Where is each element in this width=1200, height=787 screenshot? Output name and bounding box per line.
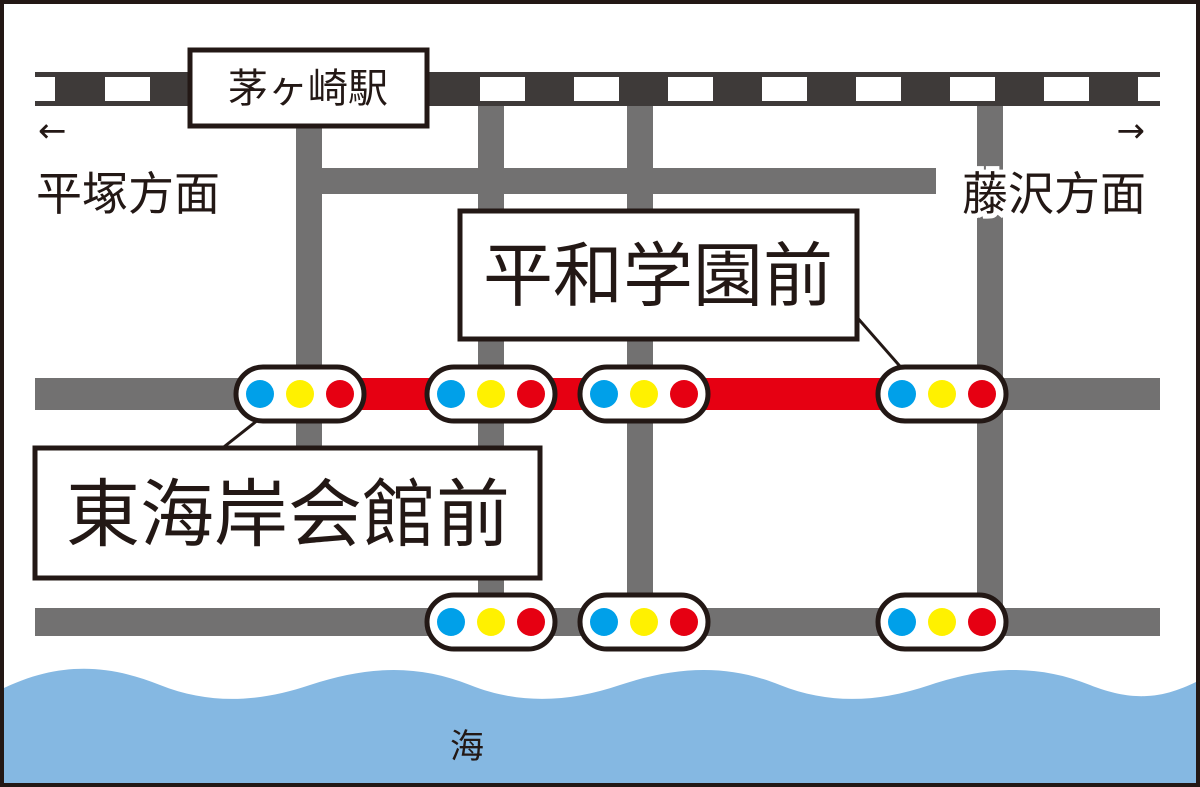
signal-light-yellow	[477, 608, 505, 636]
signal-light-blue	[888, 380, 916, 408]
sea	[0, 668, 1200, 787]
signal-light-yellow	[477, 380, 505, 408]
rail-tie	[574, 77, 619, 101]
rail-tie	[1138, 77, 1160, 101]
signal-light-red	[517, 608, 545, 636]
rail-tie	[1044, 77, 1089, 101]
signal-light-red	[968, 380, 996, 408]
rail-tie	[856, 77, 901, 101]
signal-light-blue	[437, 380, 465, 408]
traffic-signal-icon	[233, 364, 367, 424]
traffic-signal-icon	[424, 364, 558, 424]
signal-light-red	[670, 608, 698, 636]
signal-light-blue	[590, 608, 618, 636]
signal-light-yellow	[928, 608, 956, 636]
rail-tie	[480, 77, 525, 101]
signal-light-red	[326, 380, 354, 408]
rail-tie	[105, 77, 150, 101]
sea-label: 海	[450, 727, 484, 767]
signal-light-yellow	[630, 380, 658, 408]
left-arrow-icon: ←	[38, 111, 67, 151]
signal-light-blue	[888, 608, 916, 636]
signal-light-blue	[437, 608, 465, 636]
signal-light-yellow	[630, 608, 658, 636]
signal-light-yellow	[286, 380, 314, 408]
traffic-signal-icon	[875, 364, 1009, 424]
road-vertical-4	[977, 105, 1003, 615]
signal-light-red	[968, 608, 996, 636]
traffic-signal-icon	[577, 364, 711, 424]
leader-line-heiwa	[853, 314, 907, 373]
traffic-signals	[233, 364, 1009, 652]
signal-light-red	[517, 380, 545, 408]
signal-light-red	[670, 380, 698, 408]
station-label-box: 茅ヶ崎駅	[187, 47, 430, 129]
rail-tie	[950, 77, 995, 101]
traffic-signal-icon	[424, 592, 558, 652]
rail-tie	[668, 77, 713, 101]
station-label: 茅ヶ崎駅	[228, 66, 388, 112]
stop-label-higashi: 東海岸会館前	[66, 472, 510, 558]
road-upper	[296, 168, 936, 194]
traffic-signal-icon	[875, 592, 1009, 652]
rail-tie	[35, 77, 55, 101]
stop-label-heiwa: 平和学園前	[483, 235, 833, 317]
traffic-signal-icon	[577, 592, 711, 652]
direction-left-label: 平塚方面	[36, 167, 220, 221]
signal-light-yellow	[928, 380, 956, 408]
signal-light-blue	[246, 380, 274, 408]
right-arrow-icon: →	[1117, 111, 1146, 151]
direction-right-label: 藤沢方面	[962, 167, 1146, 221]
stop-label-box-heiwa: 平和学園前	[457, 208, 860, 342]
stop-label-box-higashi: 東海岸会館前	[32, 445, 543, 581]
signal-light-blue	[590, 380, 618, 408]
rail-tie	[762, 77, 807, 101]
